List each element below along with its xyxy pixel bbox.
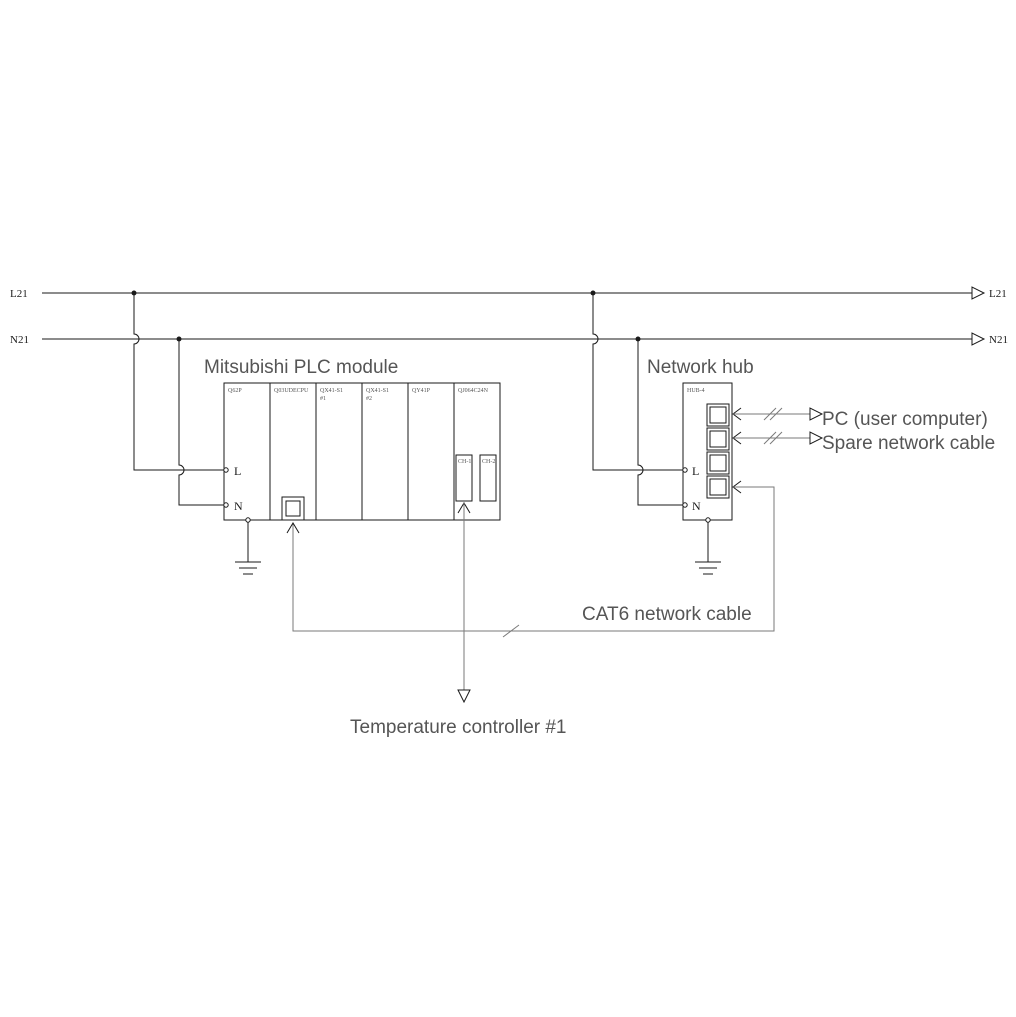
plc-slot-sublabel: #1	[320, 396, 326, 402]
plc-terminal-n-label: N	[234, 499, 243, 513]
hub-port-2-inner	[709, 430, 727, 448]
hub-title: Network hub	[647, 357, 754, 378]
hub-terminal-l	[682, 467, 688, 473]
spare-cable-slash	[769, 431, 783, 445]
plc-terminal-l	[223, 467, 229, 473]
plc-slot-label: Q03UDECPU	[274, 388, 309, 394]
plc-ch2-port	[479, 454, 497, 502]
pc-cable-slash	[763, 407, 777, 421]
hub-port-4-inner	[709, 478, 727, 496]
plc-slot-label: Q62P	[228, 388, 242, 394]
plc-ch1-port	[455, 454, 473, 502]
plc-slot-label: QX41-S1	[320, 388, 343, 394]
hub-terminal-n-label: N	[692, 499, 701, 513]
n21-offpage-arrow	[971, 332, 986, 346]
spare-offpage-arrow	[809, 431, 824, 445]
cat6-cable-slash	[502, 624, 520, 638]
plc-port-arrow	[286, 522, 300, 534]
plc-module: Mitsubishi PLC module Q62P Q03UDECPU QX4…	[204, 357, 501, 575]
hub-name-label: HUB-4	[687, 388, 705, 394]
hub-terminal-l-label: L	[692, 464, 699, 478]
pc-cable-slash	[769, 407, 783, 421]
plc-terminal-l-label: L	[234, 464, 241, 478]
hub-port-3-inner	[709, 454, 727, 472]
plc-ground-terminal	[245, 517, 251, 523]
network-hub: Network hub HUB-4 L N	[647, 357, 754, 575]
plc-ethernet-port-inner	[285, 500, 301, 517]
hub-ground-terminal	[705, 517, 711, 523]
temp-controller-label: Temperature controller #1	[350, 717, 567, 738]
pc-offpage-arrow	[809, 407, 824, 421]
bus-l21-right-label: L21	[989, 288, 1007, 300]
plc-slot-label: QJ064C24N	[458, 388, 489, 394]
cat6-label: CAT6 network cable	[582, 604, 752, 625]
plc-slot-label: QY41P	[412, 388, 431, 394]
plc-terminal-n	[223, 502, 229, 508]
bus-n21-left-label: N21	[10, 334, 29, 346]
pc-label: PC (user computer)	[822, 409, 988, 430]
hub-connections: PC (user computer) Spare network cable C…	[286, 407, 995, 638]
bus-n21-right-label: N21	[989, 334, 1008, 346]
plc-slot-label: QX41-S1	[366, 388, 389, 394]
hub-n-feed-wire	[637, 339, 683, 506]
plc-power-feed	[131, 290, 224, 506]
hub-l-feed-wire	[592, 293, 683, 471]
plc-title: Mitsubishi PLC module	[204, 357, 398, 378]
cat6-cable	[292, 486, 775, 632]
plc-ch2-label: CH-2	[482, 459, 495, 465]
plc-n-feed-wire	[178, 339, 224, 506]
hub-power-feed	[590, 290, 683, 506]
plc-ch1-label: CH-1	[458, 459, 471, 465]
temp-offpage-arrow	[457, 689, 471, 704]
temperature-controller-link: Temperature controller #1	[350, 502, 567, 738]
spare-label: Spare network cable	[822, 433, 995, 454]
plc-l-feed-wire	[133, 293, 224, 471]
power-bus: L21 N21 L21 N21	[10, 286, 1008, 346]
spare-cable-slash	[763, 431, 777, 445]
bus-l21-left-label: L21	[10, 288, 28, 300]
hub-terminal-n	[682, 502, 688, 508]
hub-port-1-inner	[709, 406, 727, 424]
plc-slot-sublabel: #2	[366, 396, 372, 402]
l21-offpage-arrow	[971, 286, 986, 300]
